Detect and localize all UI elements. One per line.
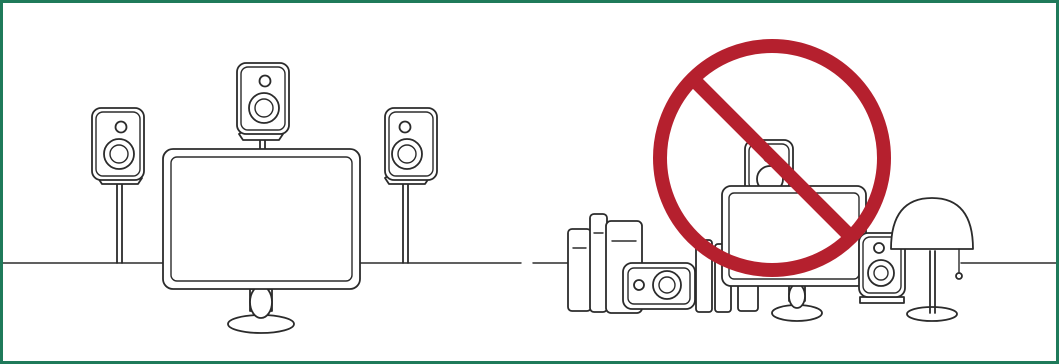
illustration-canvas: [3, 3, 1056, 361]
stand-right: [403, 183, 408, 263]
incorrect-setup-panel: [533, 46, 1056, 321]
speaker-right-icon: [385, 108, 437, 184]
speaker-left-icon: [92, 108, 144, 184]
speaker-lying-icon: [623, 263, 695, 309]
monitor-icon: [163, 149, 360, 333]
correct-setup-panel: [3, 63, 521, 333]
stand-left: [117, 183, 122, 263]
speaker-center-icon: [237, 63, 289, 140]
